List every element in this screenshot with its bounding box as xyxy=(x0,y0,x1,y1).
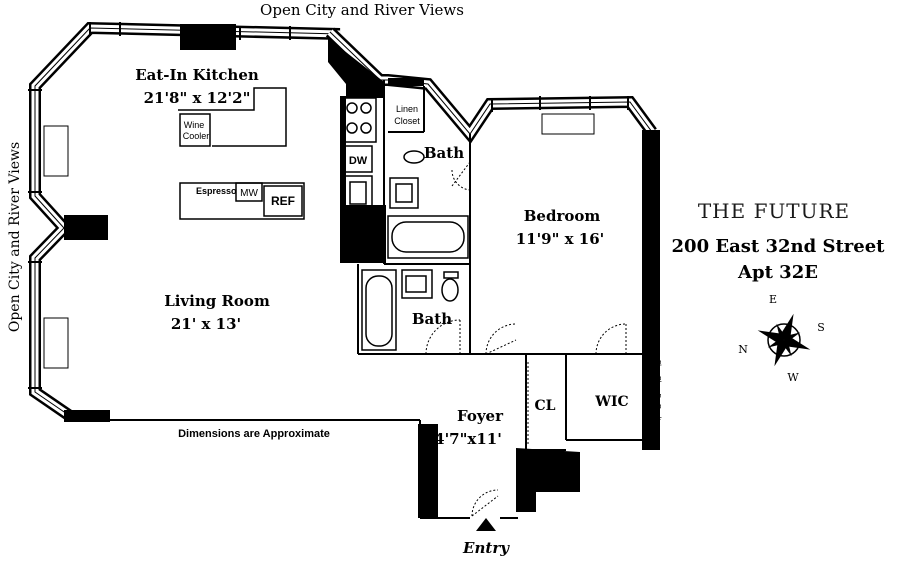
compass-s: S xyxy=(817,321,825,334)
wine-cooler-label-2: Cooler xyxy=(183,131,210,141)
bath-lower-name: Bath xyxy=(412,310,452,328)
kitchen-fixtures xyxy=(178,87,377,220)
espresso-label: Espresso xyxy=(196,186,237,196)
entry-arrow-icon xyxy=(476,518,496,531)
compass-n: N xyxy=(738,343,748,356)
door-swings xyxy=(425,161,627,517)
interior-walls xyxy=(110,80,650,519)
linen-closet-label-1: Linen xyxy=(396,104,418,114)
range xyxy=(343,97,377,143)
microwave-label: MW xyxy=(240,188,258,199)
bedroom-dims: 11'9" x 16' xyxy=(516,230,605,248)
living-room-dims: 21' x 13' xyxy=(171,315,241,333)
compass-rose-icon xyxy=(757,313,811,367)
closet-name: CL xyxy=(535,398,556,414)
compass-e: E xyxy=(769,293,777,306)
wic-name: WIC xyxy=(594,394,628,410)
window-sills xyxy=(43,113,595,369)
kitchen-name: Eat-In Kitchen xyxy=(135,66,259,84)
foyer-name: Foyer xyxy=(457,407,504,425)
compass-w: W xyxy=(787,371,799,384)
listing-unit: Apt 32E xyxy=(737,262,818,283)
microwave-box xyxy=(235,182,263,202)
listing-address: 200 East 32nd Street xyxy=(672,236,886,257)
bath-upper-name: Bath xyxy=(424,144,464,162)
foyer-dims: 4'7"x11' xyxy=(434,430,502,448)
solid-walls xyxy=(64,24,660,518)
refrigerator-label: REF xyxy=(271,194,295,208)
kitchen-sink xyxy=(343,175,373,213)
entry-label: Entry xyxy=(462,539,510,557)
living-room-name: Living Room xyxy=(164,292,270,310)
dishwasher-box xyxy=(343,145,373,173)
wine-cooler-box xyxy=(179,113,211,147)
dishwasher-label: DW xyxy=(349,155,368,167)
linen-closet-label-2: Closet xyxy=(394,116,420,126)
kitchen-dims: 21'8" x 12'2" xyxy=(144,89,251,107)
bedroom-name: Bedroom xyxy=(524,207,601,225)
top-view-label: Open City and River Views xyxy=(260,1,464,19)
dimensions-note: Dimensions are Approximate xyxy=(178,428,330,440)
wine-cooler-label-1: Wine xyxy=(184,120,205,130)
watermark: FloorPlansForRealtors.com xyxy=(654,360,661,445)
left-view-label: Open City and River Views xyxy=(7,142,23,332)
refrigerator-box xyxy=(263,185,303,217)
listing-name: THE FUTURE xyxy=(698,199,850,223)
bath-fixtures xyxy=(361,150,469,351)
